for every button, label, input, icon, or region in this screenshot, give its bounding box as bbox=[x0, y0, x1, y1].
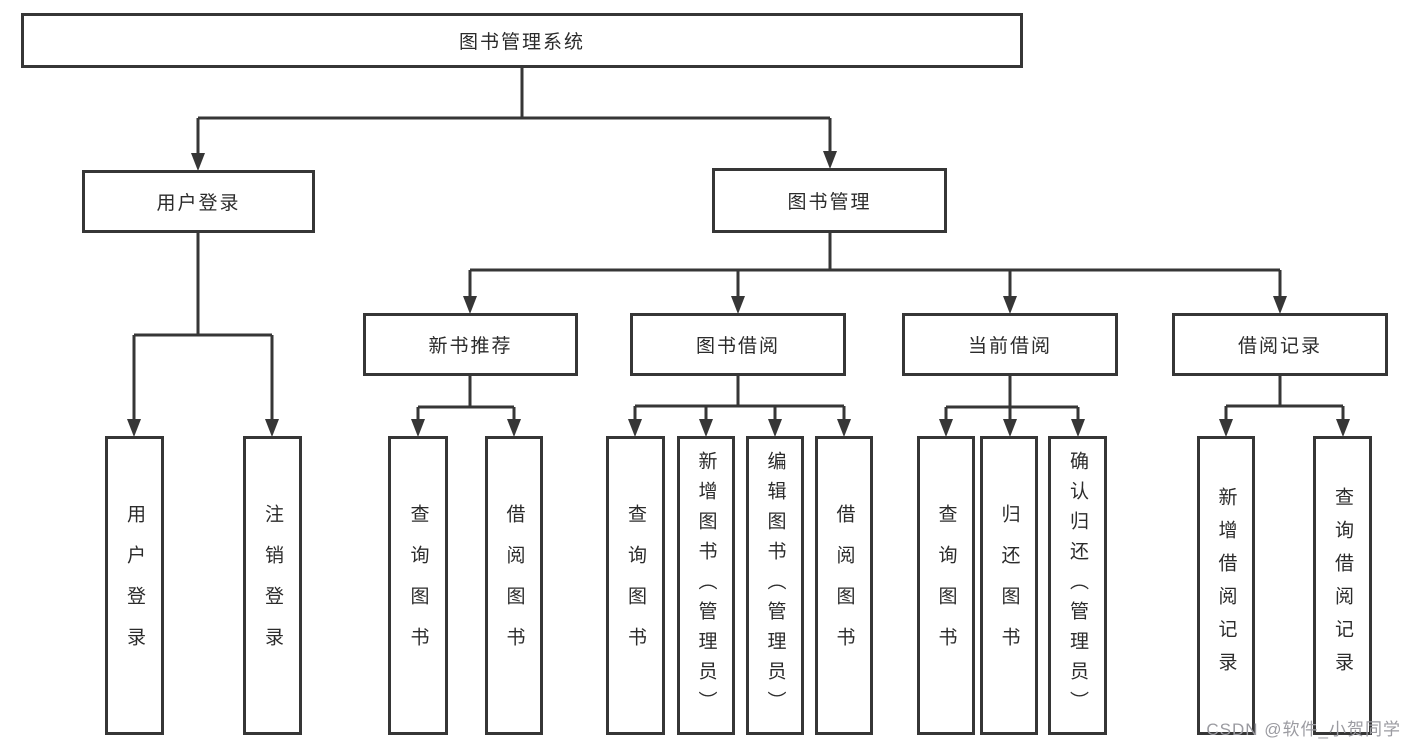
node-book-management-label: 图书管理 bbox=[787, 192, 872, 213]
leaf-query-borrow-record-label: 查询借阅记录 bbox=[1332, 486, 1353, 685]
node-root: 图书管理系统 bbox=[21, 13, 1023, 68]
arrow-down-icon bbox=[823, 151, 837, 169]
leaf-borrow-books-recommend: 借阅图书 bbox=[485, 436, 543, 735]
node-borrow-records: 借阅记录 bbox=[1172, 313, 1388, 376]
node-root-label: 图书管理系统 bbox=[458, 32, 585, 53]
leaf-query-books-borrow: 查询图书 bbox=[606, 436, 665, 735]
arrow-down-icon bbox=[1219, 419, 1233, 437]
arrow-down-icon bbox=[939, 419, 953, 437]
arrow-down-icon bbox=[1003, 296, 1017, 314]
arrow-down-icon bbox=[127, 419, 141, 437]
leaf-borrow-books-recommend-label: 借阅图书 bbox=[503, 503, 525, 668]
node-new-book-recommend: 新书推荐 bbox=[363, 313, 578, 376]
arrow-down-icon bbox=[628, 419, 642, 437]
leaf-query-books-recommend: 查询图书 bbox=[388, 436, 448, 735]
node-current-borrow-label: 当前借阅 bbox=[967, 336, 1052, 357]
node-new-book-recommend-label: 新书推荐 bbox=[428, 336, 513, 357]
arrow-down-icon bbox=[731, 296, 745, 314]
node-user-login: 用户登录 bbox=[82, 170, 315, 233]
leaf-return-book-label: 归还图书 bbox=[998, 503, 1020, 668]
arrow-down-icon bbox=[411, 419, 425, 437]
leaf-query-books-current-label: 查询图书 bbox=[935, 503, 957, 668]
arrow-down-icon bbox=[463, 296, 477, 314]
leaf-logout-label: 注销登录 bbox=[262, 503, 283, 668]
connector-new-book-children bbox=[416, 376, 516, 419]
leaf-logout: 注销登录 bbox=[243, 436, 302, 735]
arrow-down-icon bbox=[699, 419, 713, 437]
connector-user-login-children bbox=[132, 233, 274, 419]
leaf-confirm-return-admin: 确认归还（管理员） bbox=[1048, 436, 1107, 735]
leaf-borrow-books-borrow: 借阅图书 bbox=[815, 436, 873, 735]
connector-book-borrow-children bbox=[633, 376, 846, 419]
arrow-down-icon bbox=[1273, 296, 1287, 314]
node-book-borrow: 图书借阅 bbox=[630, 313, 846, 376]
leaf-add-borrow-record-label: 新增借阅记录 bbox=[1215, 486, 1237, 685]
arrow-down-icon bbox=[265, 419, 279, 437]
leaf-query-borrow-record: 查询借阅记录 bbox=[1313, 436, 1372, 735]
leaf-user-login-label: 用户登录 bbox=[124, 503, 145, 668]
arrow-down-icon bbox=[1003, 419, 1017, 437]
node-current-borrow: 当前借阅 bbox=[902, 313, 1118, 376]
leaf-query-books-current: 查询图书 bbox=[917, 436, 975, 735]
leaf-confirm-return-admin-label: 确认归还（管理员） bbox=[1067, 450, 1088, 721]
arrow-down-icon bbox=[837, 419, 851, 437]
connector-current-borrow-children bbox=[944, 376, 1080, 419]
node-borrow-records-label: 借阅记录 bbox=[1237, 336, 1322, 357]
arrow-down-icon bbox=[1336, 419, 1350, 437]
leaf-add-borrow-record: 新增借阅记录 bbox=[1197, 436, 1255, 735]
arrow-down-icon bbox=[507, 419, 521, 437]
leaf-add-book-admin: 新增图书（管理员） bbox=[677, 436, 735, 735]
leaf-query-books-borrow-label: 查询图书 bbox=[625, 503, 646, 668]
leaf-borrow-books-borrow-label: 借阅图书 bbox=[833, 503, 855, 668]
leaf-edit-book-admin: 编辑图书（管理员） bbox=[746, 436, 804, 735]
node-book-borrow-label: 图书借阅 bbox=[695, 336, 780, 357]
leaf-user-login: 用户登录 bbox=[105, 436, 164, 735]
leaf-add-book-admin-label: 新增图书（管理员） bbox=[695, 450, 717, 721]
arrow-down-icon bbox=[1071, 419, 1085, 437]
leaf-query-books-recommend-label: 查询图书 bbox=[407, 503, 429, 668]
connector-book-management-children bbox=[468, 233, 1282, 296]
connector-root-to-level2 bbox=[196, 68, 832, 153]
arrow-down-icon bbox=[191, 153, 205, 171]
watermark-text: CSDN @软件_小贺同学 bbox=[1206, 720, 1401, 739]
node-book-management: 图书管理 bbox=[712, 168, 947, 233]
leaf-return-book: 归还图书 bbox=[980, 436, 1038, 735]
leaf-edit-book-admin-label: 编辑图书（管理员） bbox=[764, 450, 786, 721]
connector-borrow-records-children bbox=[1224, 376, 1345, 419]
arrow-down-icon bbox=[768, 419, 782, 437]
node-user-login-label: 用户登录 bbox=[156, 193, 241, 214]
